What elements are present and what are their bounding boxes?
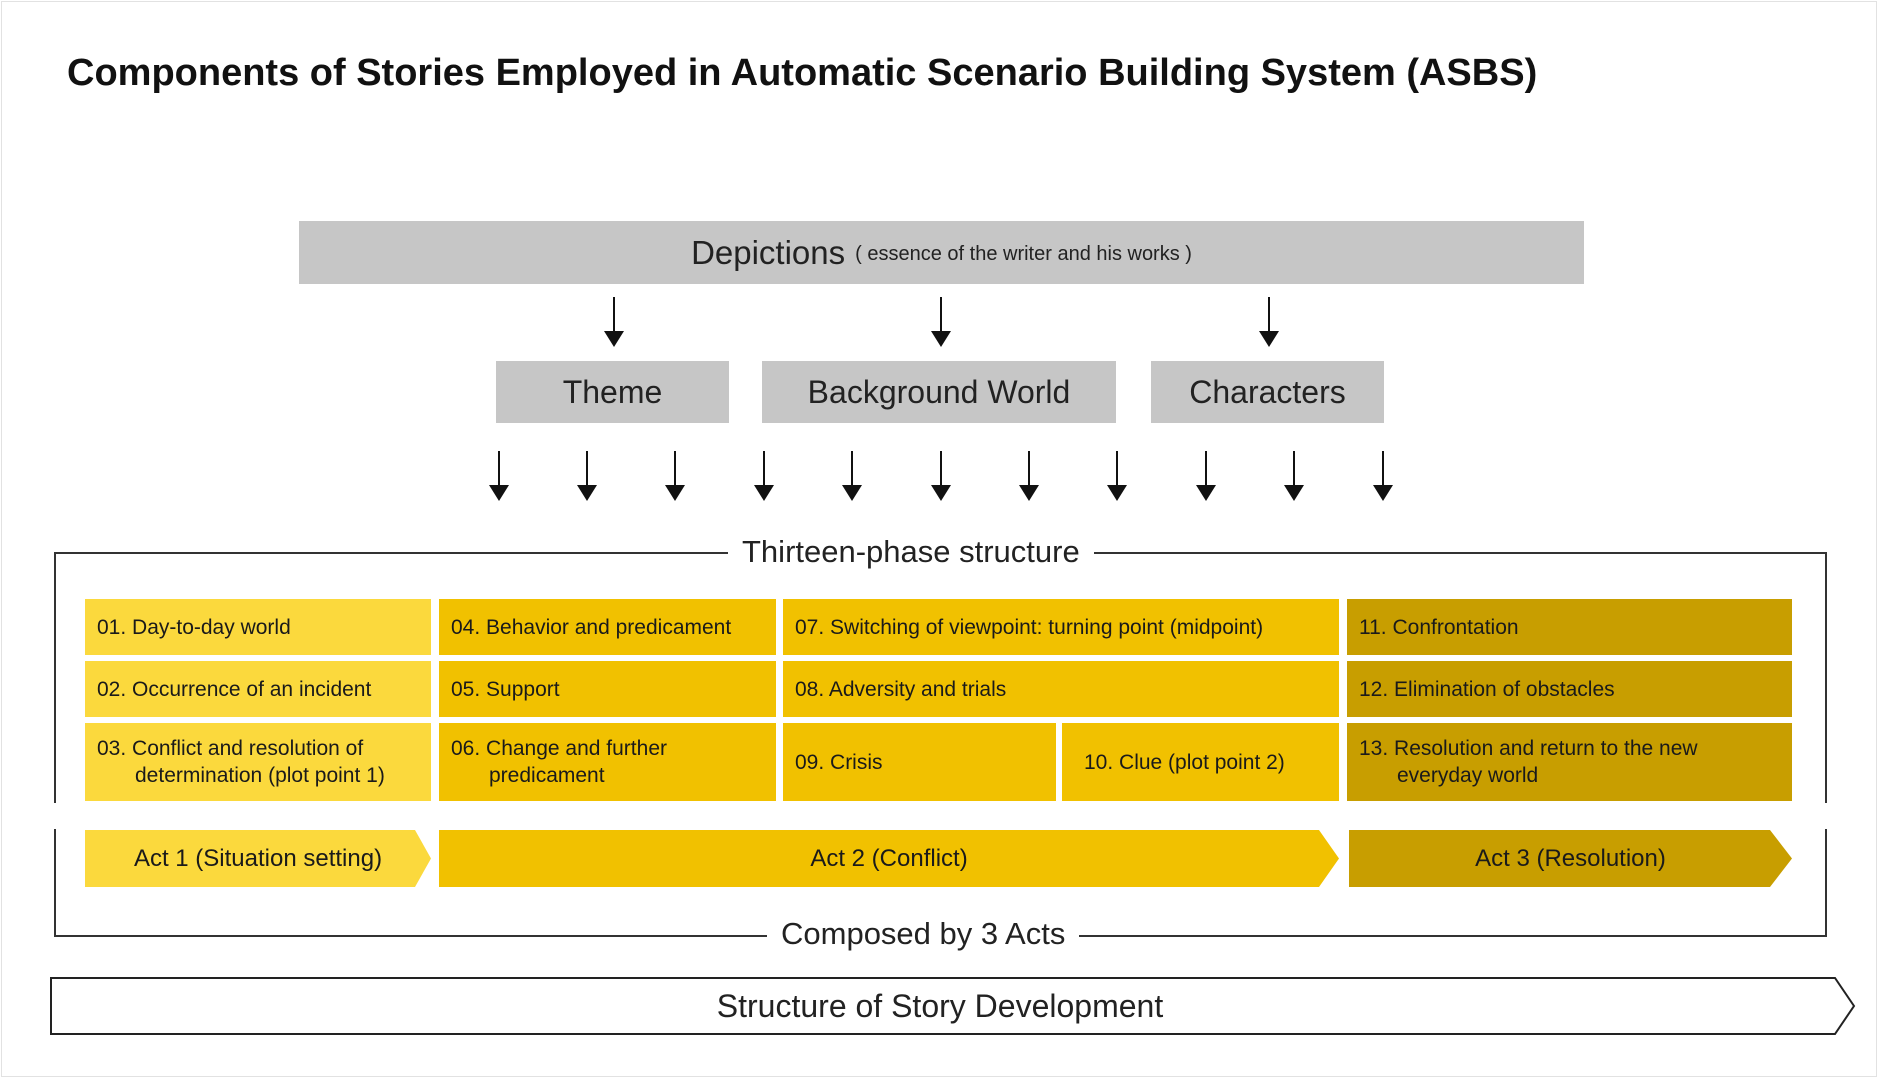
- phase-text: 12. Elimination of obstacles: [1359, 677, 1615, 701]
- outline-gap-left: [52, 803, 60, 829]
- arrow-down-icon: [931, 451, 951, 501]
- phase-cell: 02. Occurrence of an incident: [85, 661, 431, 717]
- arrow-down-icon: [577, 451, 597, 501]
- depictions-label: Depictions: [691, 233, 846, 271]
- arrow-down-icon: [931, 297, 951, 347]
- component-background-world-label: Background World: [807, 373, 1071, 410]
- story-development-label: Structure of Story Development: [716, 987, 1164, 1024]
- three-acts-label: Composed by 3 Acts: [767, 916, 1080, 952]
- phase-text: 03. Conflict and resolution of determina…: [97, 737, 385, 787]
- arrow-down-icon: [665, 451, 685, 501]
- phase-text: 11. Confrontation: [1359, 615, 1519, 639]
- arrow-down-icon: [1373, 451, 1393, 501]
- phase-text: 01. Day-to-day world: [97, 615, 291, 639]
- phase-text: 04. Behavior and predicament: [451, 615, 732, 639]
- phase-text: 10. Clue (plot point 2): [1084, 750, 1285, 774]
- component-characters-box: Characters: [1151, 361, 1384, 423]
- arrow-down-icon: [1019, 451, 1039, 501]
- phase-cell: 09. Crisis: [783, 723, 1056, 801]
- diagram-title: Components of Stories Employed in Automa…: [67, 52, 1538, 94]
- story-development-arrow: Structure of Story Development: [50, 977, 1856, 1035]
- phase-cell: 04. Behavior and predicament: [439, 599, 776, 655]
- act-2-arrow: Act 2 (Conflict): [439, 830, 1339, 887]
- arrow-down-icon: [604, 297, 624, 347]
- phase-text: 09. Crisis: [795, 750, 883, 774]
- story-arrow-outline: [50, 977, 1856, 1035]
- act-1-label: Act 1 (Situation setting): [133, 844, 383, 872]
- phase-text: 06. Change and further predicament: [451, 737, 667, 787]
- phase-cell: 08. Adversity and trials: [783, 661, 1339, 717]
- outline-gap-right: [1822, 803, 1830, 829]
- arrow-down-icon: [489, 451, 509, 501]
- arrow-down-icon: [842, 451, 862, 501]
- arrow-down-icon: [1259, 297, 1279, 347]
- phase-text: 13. Resolution and return to the new eve…: [1359, 737, 1698, 787]
- phase-cell: 12. Elimination of obstacles: [1347, 661, 1792, 717]
- arrow-down-icon: [1284, 451, 1304, 501]
- phase-cell: 03. Conflict and resolution of determina…: [85, 723, 431, 801]
- phase-text: 05. Support: [451, 677, 560, 701]
- thirteen-phase-label: Thirteen-phase structure: [728, 534, 1094, 570]
- act-2-label: Act 2 (Conflict): [810, 844, 968, 872]
- act-1-arrow: Act 1 (Situation setting): [85, 830, 431, 887]
- phase-cell: 11. Confrontation: [1347, 599, 1792, 655]
- phase-cell: 13. Resolution and return to the new eve…: [1347, 723, 1792, 801]
- depictions-box: Depictions ( essence of the writer and h…: [299, 221, 1584, 284]
- phase-cell: 05. Support: [439, 661, 776, 717]
- phase-text: 08. Adversity and trials: [795, 677, 1007, 701]
- phase-text: 07. Switching of viewpoint: turning poin…: [795, 615, 1264, 639]
- arrow-down-icon: [754, 451, 774, 501]
- component-theme-label: Theme: [562, 373, 663, 410]
- phase-text: 02. Occurrence of an incident: [97, 677, 372, 701]
- component-background-world-box: Background World: [762, 361, 1116, 423]
- component-theme-box: Theme: [496, 361, 729, 423]
- component-characters-label: Characters: [1189, 373, 1346, 410]
- phase-cell: 10. Clue (plot point 2): [1062, 723, 1339, 801]
- arrow-down-icon: [1196, 451, 1216, 501]
- act-3-arrow: Act 3 (Resolution): [1349, 830, 1792, 887]
- act-3-label: Act 3 (Resolution): [1475, 844, 1666, 872]
- phase-cell: 01. Day-to-day world: [85, 599, 431, 655]
- depictions-sublabel: ( essence of the writer and his works ): [855, 243, 1192, 265]
- phase-cell: 06. Change and further predicament: [439, 723, 776, 801]
- arrow-down-icon: [1107, 451, 1127, 501]
- phase-cell: 07. Switching of viewpoint: turning poin…: [783, 599, 1339, 655]
